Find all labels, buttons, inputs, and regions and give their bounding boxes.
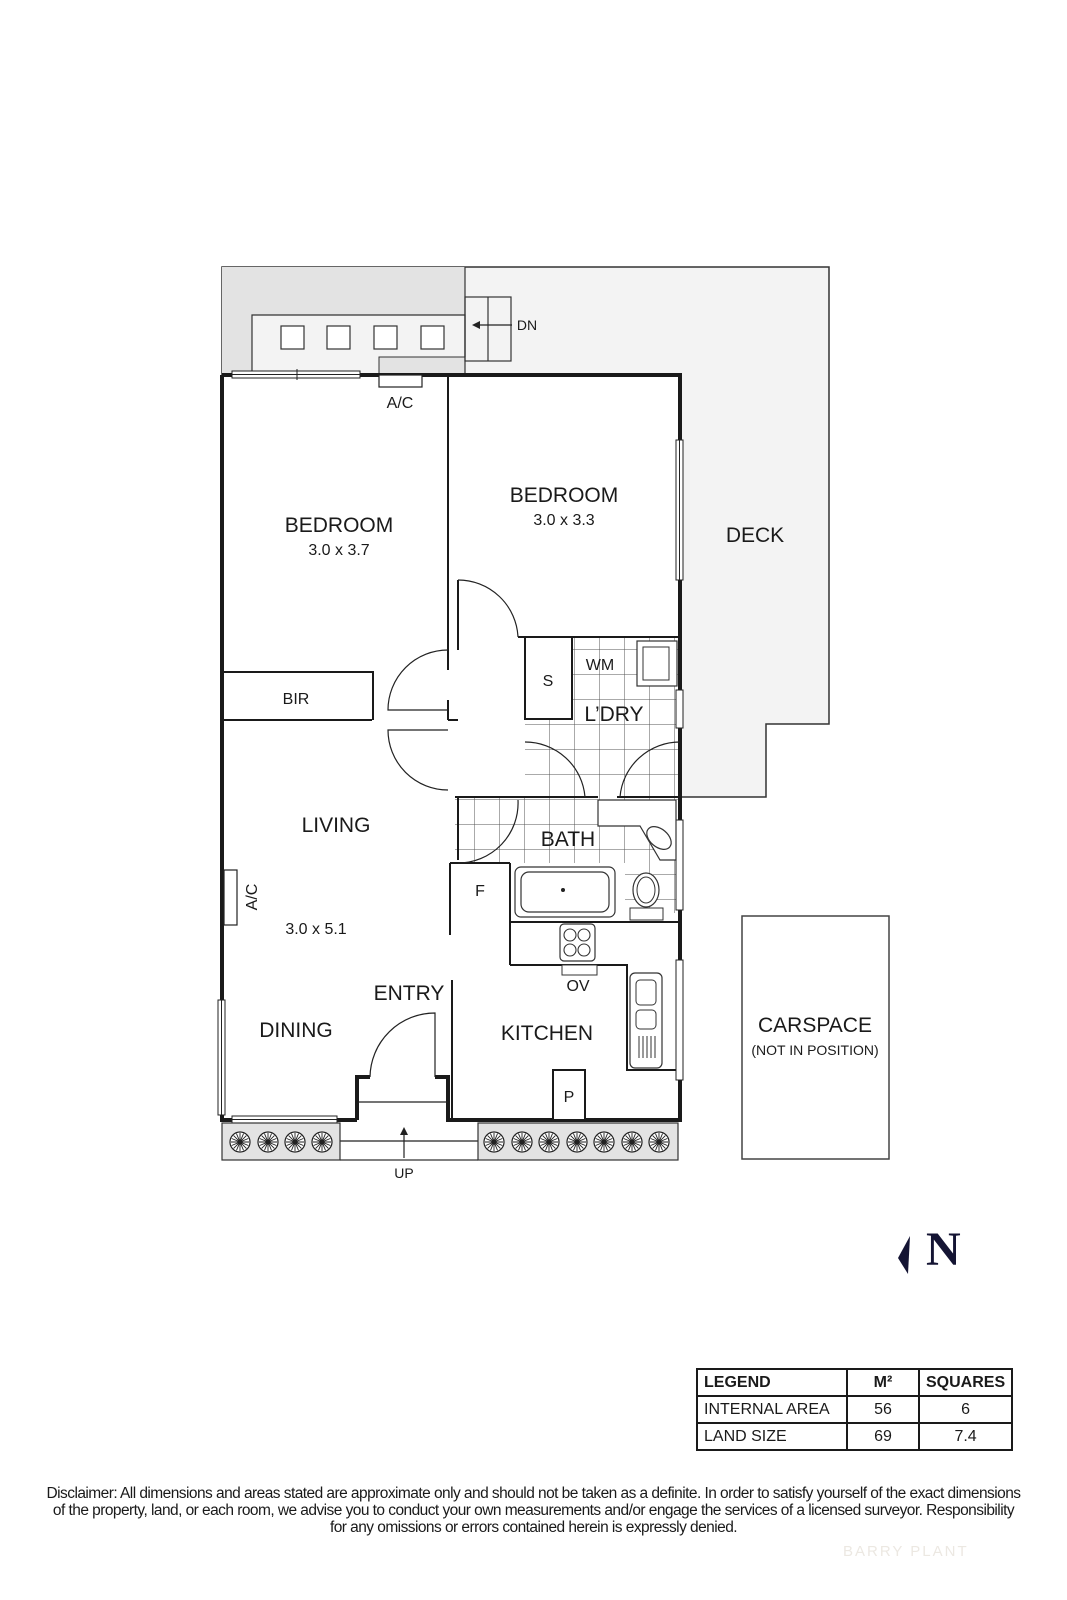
legend-header-label: LEGEND xyxy=(696,1368,848,1397)
disclaimer: Disclaimer: All dimensions and areas sta… xyxy=(10,1485,1057,1536)
carspace-note: (NOT IN POSITION) xyxy=(751,1042,878,1058)
entry-label: ENTRY xyxy=(374,982,445,1005)
watermark-logo: BARRY PLANT xyxy=(843,1543,969,1560)
ac-unit-living xyxy=(223,869,238,926)
deck-label: DECK xyxy=(726,524,784,547)
north-compass: N xyxy=(896,1226,976,1282)
legend-row-label: INTERNAL AREA xyxy=(696,1395,848,1424)
disclaimer-line: of the property, land, or each room, we … xyxy=(52,1502,1015,1519)
pantry-label: P xyxy=(564,1089,575,1106)
bedroom1-dims: 3.0 x 3.7 xyxy=(308,542,369,559)
carspace-label: CARSPACE xyxy=(758,1014,872,1037)
bedroom2-label: BEDROOM xyxy=(510,484,619,507)
living-dims: 3.0 x 5.1 xyxy=(285,921,346,938)
oven-label: OV xyxy=(566,978,589,995)
legend-row-squares: 7.4 xyxy=(917,1422,1014,1451)
fridge-label: F xyxy=(475,883,485,900)
legend-row-label: LAND SIZE xyxy=(696,1422,848,1451)
garden-bed-left xyxy=(221,1122,341,1161)
laundry-label: L’DRY xyxy=(584,703,643,726)
legend-header-m2: M² xyxy=(846,1368,920,1397)
living-label: LIVING xyxy=(302,814,371,837)
garden-bed-right xyxy=(477,1122,679,1161)
stairs-up-label: UP xyxy=(394,1165,413,1181)
dining-label: DINING xyxy=(259,1019,333,1042)
ac-unit-top xyxy=(378,374,423,388)
kitchen-label: KITCHEN xyxy=(501,1022,593,1045)
bedroom2-dims: 3.0 x 3.3 xyxy=(533,512,594,529)
legend-row: INTERNAL AREA 56 6 xyxy=(696,1395,1014,1424)
washing-machine-label: WM xyxy=(586,657,614,674)
stairs-down-label: DN xyxy=(517,317,537,333)
legend-header-row: LEGEND M² SQUARES xyxy=(696,1368,1014,1397)
legend-row: LAND SIZE 69 7.4 xyxy=(696,1422,1014,1451)
legend-row-m2: 56 xyxy=(846,1395,920,1424)
bath-label: BATH xyxy=(541,828,595,851)
bir-label: BIR xyxy=(283,691,310,708)
storage-label: S xyxy=(543,673,554,690)
carspace-box xyxy=(741,915,890,1160)
ac-living-label: A/C xyxy=(244,884,261,911)
disclaimer-line: Disclaimer: All dimensions and areas sta… xyxy=(46,1485,1022,1502)
legend-row-m2: 69 xyxy=(846,1422,920,1451)
north-label: N xyxy=(926,1223,961,1276)
legend-header-squares: SQUARES xyxy=(917,1368,1014,1397)
ac-top-label: A/C xyxy=(387,395,414,412)
cooktop-icon xyxy=(559,923,596,962)
disclaimer-line: for any omissions or errors contained he… xyxy=(329,1519,738,1536)
area-legend-table: LEGEND M² SQUARES INTERNAL AREA 56 6 LAN… xyxy=(696,1368,1014,1451)
bedroom1-label: BEDROOM xyxy=(285,514,394,537)
legend-row-squares: 6 xyxy=(917,1395,1014,1424)
north-arrow-icon xyxy=(898,1236,910,1274)
